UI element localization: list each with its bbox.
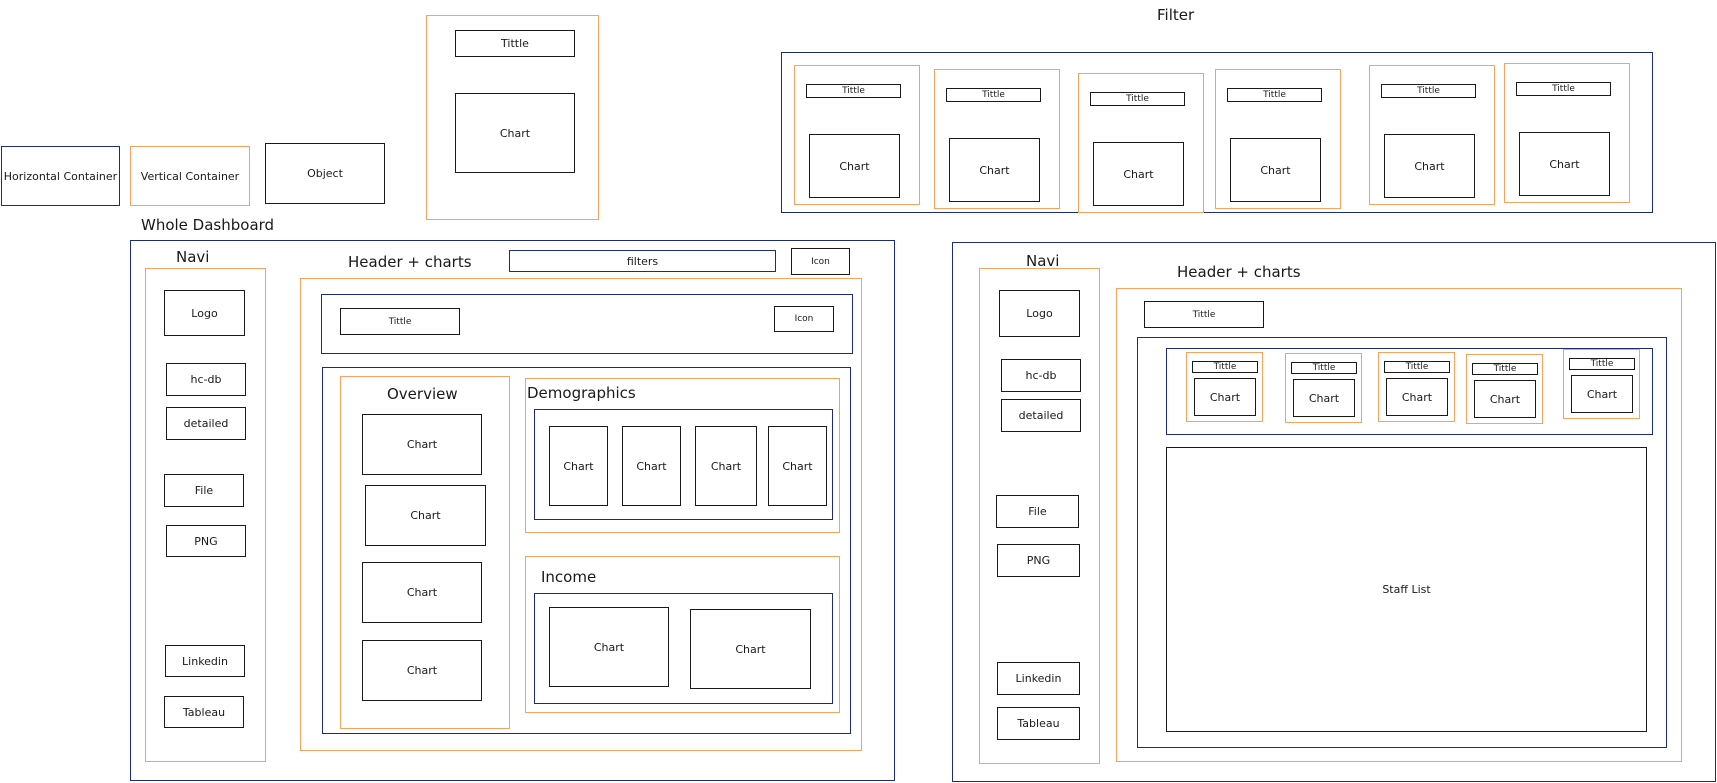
filter-card-title: Tittle	[1090, 92, 1185, 106]
kpi-card-chart[interactable]: Chart	[1386, 378, 1448, 416]
legend-card: Tittle Chart	[426, 15, 599, 220]
overview-label: Overview	[387, 385, 458, 403]
navi-label: Navi	[176, 248, 210, 266]
legend-object: Object	[265, 143, 385, 204]
staff-content: Tittle Chart Tittle Chart Tittle Chart T…	[1137, 337, 1667, 748]
kpi-card-3: Tittle Chart	[1378, 352, 1455, 422]
filter-card-chart[interactable]: Chart	[949, 138, 1040, 202]
overview-chart-1[interactable]: Chart	[362, 414, 482, 475]
filter-card-title: Tittle	[946, 88, 1041, 102]
dashboard-label: Whole Dashboard	[141, 216, 275, 234]
filters-bar[interactable]: filters	[509, 250, 776, 272]
overview-chart-2[interactable]: Chart	[365, 485, 486, 546]
kpi-card-chart[interactable]: Chart	[1194, 378, 1256, 416]
filter-card-6: Tittle Chart	[1504, 63, 1630, 203]
income-chart-1[interactable]: Chart	[549, 607, 669, 687]
kpi-card-5: Tittle Chart	[1563, 349, 1640, 419]
demographics-chart-2[interactable]: Chart	[622, 426, 681, 506]
demographics-chart-3[interactable]: Chart	[695, 426, 757, 506]
card-row: Tittle Chart Tittle Chart Tittle Chart T…	[1166, 348, 1653, 435]
income-label: Income	[541, 568, 597, 586]
navi2-label: Navi	[1026, 252, 1060, 270]
navi-detailed-button[interactable]: detailed	[166, 407, 246, 440]
page-title: Tittle	[340, 308, 460, 335]
navi-file-button[interactable]: File	[164, 474, 244, 507]
kpi-card-title: Tittle	[1291, 362, 1357, 374]
filter-card-chart[interactable]: Chart	[809, 134, 900, 198]
filter-label: Filter	[1157, 6, 1195, 24]
kpi-card-chart[interactable]: Chart	[1474, 380, 1536, 418]
filter-panel: Tittle Chart Tittle Chart Tittle Chart T…	[781, 52, 1653, 213]
navi2-tableau-button[interactable]: Tableau	[997, 707, 1080, 740]
demographics-chart-1[interactable]: Chart	[549, 426, 608, 506]
navi-tableau-button[interactable]: Tableau	[164, 696, 244, 728]
kpi-card-title: Tittle	[1472, 363, 1538, 375]
staff-dashboard: Navi Logo hc-db detailed File PNG Linked…	[952, 242, 1716, 782]
filter-card-1: Tittle Chart	[794, 65, 920, 205]
filter-card-title: Tittle	[806, 84, 901, 98]
demographics-panel: Demographics Chart Chart Chart Chart	[525, 378, 840, 533]
header-icon[interactable]: Icon	[791, 248, 850, 275]
demographics-row: Chart Chart Chart Chart	[534, 409, 833, 520]
filter-card-title: Tittle	[1227, 88, 1322, 102]
legend-card-title: Tittle	[455, 30, 575, 57]
navi-panel: Logo hc-db detailed File PNG Linkedin Ta…	[145, 268, 266, 762]
navi-hc-db-button[interactable]: hc-db	[166, 363, 246, 396]
filter-card-3: Tittle Chart	[1078, 73, 1204, 213]
kpi-card-2: Tittle Chart	[1285, 353, 1362, 423]
navi-logo[interactable]: Logo	[164, 290, 245, 336]
title-bar: Tittle Icon	[321, 294, 853, 354]
overview-chart-3[interactable]: Chart	[362, 562, 482, 623]
overview-panel: Overview Chart Chart Chart Chart	[340, 376, 510, 729]
legend-vertical-container: Vertical Container	[130, 146, 250, 206]
income-panel: Income Chart Chart	[525, 556, 840, 713]
income-row: Chart Chart	[534, 593, 833, 704]
filter-card-title: Tittle	[1516, 82, 1611, 96]
legend-card-chart: Chart	[455, 93, 575, 173]
kpi-card-title: Tittle	[1569, 358, 1635, 370]
kpi-card-chart[interactable]: Chart	[1293, 379, 1355, 417]
kpi-card-title: Tittle	[1192, 361, 1258, 373]
navi2-hc-db-button[interactable]: hc-db	[1001, 359, 1081, 392]
overview-chart-4[interactable]: Chart	[362, 640, 482, 701]
filter-card-chart[interactable]: Chart	[1519, 132, 1610, 196]
filter-card-chart[interactable]: Chart	[1093, 142, 1184, 206]
navi2-panel: Logo hc-db detailed File PNG Linkedin Ta…	[979, 268, 1100, 764]
filter-card-2: Tittle Chart	[934, 69, 1060, 209]
navi2-file-button[interactable]: File	[996, 495, 1079, 528]
staff-list[interactable]: Staff List	[1166, 447, 1647, 732]
kpi-card-title: Tittle	[1384, 361, 1450, 373]
navi2-logo[interactable]: Logo	[999, 290, 1080, 337]
header-charts-panel: Tittle Icon Overview Chart Chart Chart C…	[300, 278, 862, 751]
header2-label: Header + charts	[1177, 263, 1301, 281]
charts-area: Overview Chart Chart Chart Chart Demogra…	[322, 367, 851, 734]
kpi-card-1: Tittle Chart	[1186, 352, 1263, 422]
demographics-chart-4[interactable]: Chart	[768, 426, 827, 506]
header-label: Header + charts	[348, 253, 472, 271]
kpi-card-chart[interactable]: Chart	[1571, 375, 1633, 413]
navi2-linkedin-button[interactable]: Linkedin	[997, 662, 1080, 695]
navi2-png-button[interactable]: PNG	[997, 544, 1080, 577]
page2-title: Tittle	[1144, 301, 1264, 328]
filter-card-chart[interactable]: Chart	[1230, 138, 1321, 202]
filter-card-4: Tittle Chart	[1215, 69, 1341, 209]
navi-png-button[interactable]: PNG	[166, 525, 246, 557]
income-chart-2[interactable]: Chart	[690, 609, 811, 689]
filter-card-chart[interactable]: Chart	[1384, 134, 1475, 198]
navi-linkedin-button[interactable]: Linkedin	[165, 645, 245, 677]
filter-card-5: Tittle Chart	[1369, 65, 1495, 205]
navi2-detailed-button[interactable]: detailed	[1001, 399, 1081, 432]
legend-horizontal-container: Horizontal Container	[1, 146, 120, 206]
header2-charts-panel: Tittle Tittle Chart Tittle Chart Tittle …	[1116, 288, 1682, 762]
whole-dashboard: Navi Logo hc-db detailed File PNG Linked…	[130, 240, 895, 781]
kpi-card-4: Tittle Chart	[1466, 354, 1543, 424]
filter-card-title: Tittle	[1381, 84, 1476, 98]
demographics-label: Demographics	[527, 384, 636, 402]
title-icon[interactable]: Icon	[774, 306, 834, 332]
